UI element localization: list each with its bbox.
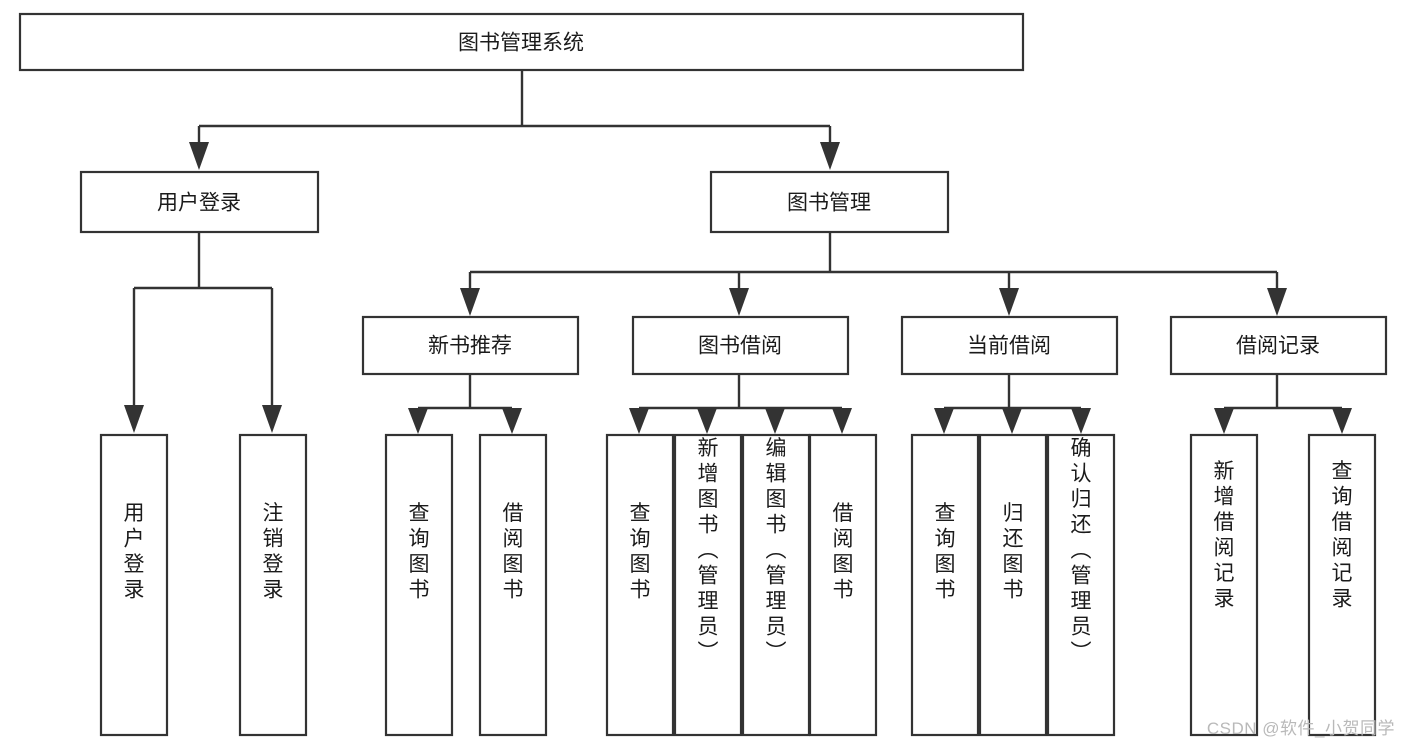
leaf-logout-login[interactable]: 注销登录 (238, 433, 308, 737)
leaf-query-book-2-label: 查询图书 (630, 502, 651, 602)
node-user-login-box[interactable] (79, 170, 320, 234)
leaf-user-login-label: 用户登录 (124, 502, 145, 602)
leaf-query-book-1-box[interactable] (384, 433, 454, 737)
arrow-to-borrow-record (1267, 288, 1287, 316)
leaf-edit-book-label: 编辑图书︵管理员︶ (766, 437, 787, 664)
leaf-query-record-label: 查询借阅记录 (1332, 460, 1353, 611)
arrow-to-leaf-query-book-2 (629, 408, 649, 434)
node-current-borrow[interactable]: 当前借阅 (900, 315, 1119, 376)
leaf-borrow-book-2[interactable]: 借阅图书 (808, 433, 878, 737)
leaf-query-book-3[interactable]: 查询图书 (910, 433, 980, 737)
node-new-book-recommend-label: 新书推荐 (428, 335, 512, 358)
node-book-management-box[interactable] (709, 170, 950, 234)
connector-layer (124, 70, 1352, 434)
arrow-to-leaf-add-record (1214, 408, 1234, 434)
leaf-query-record[interactable]: 查询借阅记录 (1307, 433, 1377, 737)
leaf-add-record-box[interactable] (1189, 433, 1259, 737)
node-book-borrow[interactable]: 图书借阅 (631, 315, 850, 376)
leaf-return-book-box[interactable] (978, 433, 1048, 737)
node-root-box[interactable] (18, 12, 1025, 72)
arrow-to-leaf-borrow-book-1 (502, 408, 522, 434)
leaf-borrow-book-1-box[interactable] (478, 433, 548, 737)
node-book-borrow-label: 图书借阅 (698, 335, 782, 358)
node-new-book-recommend[interactable]: 新书推荐 (361, 315, 580, 376)
node-new-book-recommend-box[interactable] (361, 315, 580, 376)
arrow-to-leaf-edit-book (765, 408, 785, 434)
arrow-to-leaf-confirm-return (1071, 408, 1091, 434)
leaf-add-book-label: 新增图书︵管理员︶ (698, 437, 719, 664)
leaf-confirm-return-label: 确认归还︵管理员︶ (1071, 437, 1092, 664)
leaf-query-book-1[interactable]: 查询图书 (384, 433, 454, 737)
leaf-query-book-2[interactable]: 查询图书 (605, 433, 675, 737)
leaf-borrow-book-1[interactable]: 借阅图书 (478, 433, 548, 737)
node-borrow-record[interactable]: 借阅记录 (1169, 315, 1388, 376)
node-user-login-label: 用户登录 (157, 192, 241, 215)
node-book-management-label: 图书管理 (787, 192, 871, 215)
leaf-query-book-3-box[interactable] (910, 433, 980, 737)
node-book-management[interactable]: 图书管理 (709, 170, 950, 234)
arrow-to-leaf-user-login (124, 405, 144, 433)
node-root[interactable]: 图书管理系统 (18, 12, 1025, 72)
node-current-borrow-box[interactable] (900, 315, 1119, 376)
leaf-edit-book-box[interactable] (741, 433, 811, 737)
leaf-query-book-1-label: 查询图书 (409, 502, 430, 602)
leaf-add-book-box[interactable] (673, 433, 743, 737)
node-user-login[interactable]: 用户登录 (79, 170, 320, 234)
arrow-to-leaf-add-book (697, 408, 717, 434)
leaf-confirm-return[interactable]: 确认归还︵管理员︶ (1046, 433, 1116, 737)
leaf-confirm-return-box[interactable] (1046, 433, 1116, 737)
arrow-to-new-book-recommend (460, 288, 480, 316)
arrow-to-leaf-query-book-1 (408, 408, 428, 434)
leaf-query-book-3-label: 查询图书 (935, 502, 956, 602)
leaf-edit-book[interactable]: 编辑图书︵管理员︶ (741, 433, 811, 737)
leaf-query-record-box[interactable] (1307, 433, 1377, 737)
leaf-user-login-box[interactable] (99, 433, 169, 737)
leaf-return-book[interactable]: 归还图书 (978, 433, 1048, 737)
leaf-user-login[interactable]: 用户登录 (99, 433, 169, 737)
arrow-to-book-management (820, 142, 840, 170)
node-current-borrow-label: 当前借阅 (967, 335, 1051, 358)
leaf-add-record-label: 新增借阅记录 (1214, 460, 1235, 611)
leaf-add-record[interactable]: 新增借阅记录 (1189, 433, 1259, 737)
arrow-to-leaf-query-record (1332, 408, 1352, 434)
node-borrow-record-label: 借阅记录 (1236, 335, 1320, 358)
node-borrow-record-box[interactable] (1169, 315, 1388, 376)
leaf-borrow-book-2-box[interactable] (808, 433, 878, 737)
arrow-to-current-borrow (999, 288, 1019, 316)
arrow-to-book-borrow (729, 288, 749, 316)
node-root-label: 图书管理系统 (458, 32, 584, 55)
arrow-to-user-login (189, 142, 209, 170)
node-book-borrow-box[interactable] (631, 315, 850, 376)
leaf-query-book-2-box[interactable] (605, 433, 675, 737)
leaf-add-book[interactable]: 新增图书︵管理员︶ (673, 433, 743, 737)
leaf-borrow-book-2-label: 借阅图书 (833, 502, 854, 602)
arrow-to-leaf-borrow-book-2 (832, 408, 852, 434)
arrow-to-leaf-return-book (1002, 408, 1022, 434)
arrow-to-leaf-logout-login (262, 405, 282, 433)
leaf-return-book-label: 归还图书 (1003, 502, 1024, 602)
leaf-borrow-book-1-label: 借阅图书 (503, 502, 524, 602)
leaf-logout-login-box[interactable] (238, 433, 308, 737)
arrow-to-leaf-query-book-3 (934, 408, 954, 434)
leaf-logout-login-label: 注销登录 (263, 502, 284, 602)
